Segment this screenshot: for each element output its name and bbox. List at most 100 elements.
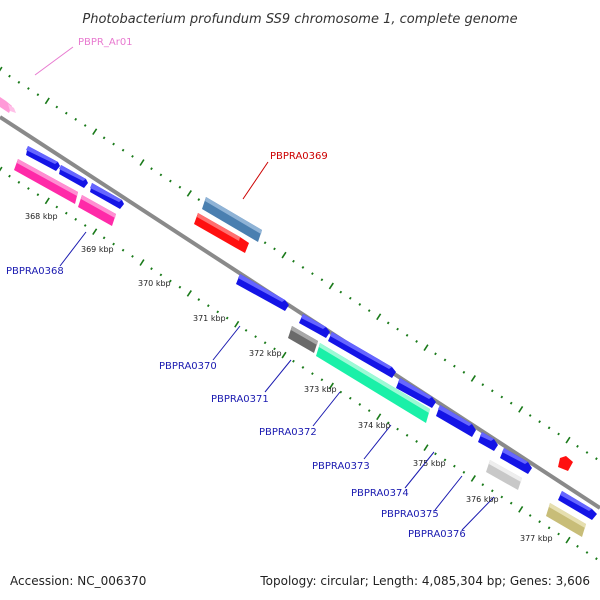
- kbp-label: 369 kbp: [81, 245, 114, 254]
- label-pbpr-ar01[interactable]: PBPR_Ar01: [78, 37, 133, 48]
- tick-mark: [150, 167, 153, 171]
- kbp-label: 368 kbp: [25, 212, 58, 221]
- tick-mark: [197, 298, 201, 301]
- gene-blue-f[interactable]: [396, 378, 436, 408]
- tick-mark: [490, 489, 494, 493]
- tick-mark: [121, 248, 125, 252]
- tick-mark: [244, 329, 248, 332]
- gene-pbpra0376[interactable]: [546, 503, 586, 537]
- label-pbpra0369[interactable]: PBPRA0369: [270, 151, 328, 162]
- kbp-label: 374 kbp: [358, 421, 391, 430]
- gene-pbpra0373[interactable]: [436, 405, 476, 437]
- tick-mark: [376, 313, 382, 321]
- tick-mark: [186, 190, 192, 197]
- kbp-label: 372 kbp: [249, 349, 282, 358]
- label-pbpra0374[interactable]: PBPRA0374: [351, 488, 409, 499]
- tick-mark: [36, 93, 40, 97]
- tick-mark: [301, 365, 305, 369]
- label-pbpra0371[interactable]: PBPRA0371: [211, 394, 269, 405]
- tick-mark: [178, 185, 182, 189]
- gene-pbpra0374[interactable]: [478, 432, 498, 451]
- tick-mark: [557, 532, 560, 536]
- tick-mark: [0, 66, 3, 72]
- tick-mark: [518, 405, 524, 413]
- tick-mark: [83, 124, 87, 127]
- tick-mark: [55, 205, 59, 209]
- label-pbpra0368[interactable]: PBPRA0368: [6, 266, 64, 277]
- gene-pbpra0375[interactable]: [486, 460, 522, 490]
- tick-mark: [358, 303, 362, 306]
- kbp-label: 375 kbp: [413, 459, 446, 468]
- gene-pbpra0369[interactable]: [194, 213, 249, 253]
- gene-pbpra0371[interactable]: [288, 326, 318, 353]
- gene-blue-d[interactable]: [299, 314, 330, 338]
- tick-mark: [292, 259, 295, 263]
- tick-mark: [64, 111, 68, 115]
- tick-mark: [263, 241, 267, 245]
- gene-pink-b[interactable]: [78, 195, 116, 226]
- tick-mark: [112, 242, 115, 246]
- accession-text: Accession: NC_006370: [10, 574, 146, 588]
- tick-mark: [44, 97, 50, 105]
- tick-mark: [339, 290, 343, 294]
- gene-pbpr-ar01-tip[interactable]: [8, 104, 16, 113]
- gene-pink-a[interactable]: [14, 159, 78, 204]
- tick-mark: [339, 390, 343, 394]
- tick-mark: [44, 197, 50, 205]
- tick-mark: [565, 436, 571, 444]
- gene-pbpra0370[interactable]: [236, 274, 289, 311]
- gene-blue-c[interactable]: [90, 183, 124, 209]
- tick-mark: [470, 375, 476, 382]
- tick-mark: [311, 272, 314, 275]
- tick-mark: [8, 174, 11, 178]
- tick-mark: [367, 309, 371, 312]
- tick-mark: [121, 148, 125, 152]
- gene-steel[interactable]: [202, 197, 262, 242]
- tick-mark: [462, 370, 466, 374]
- tick-mark: [386, 321, 390, 325]
- kbp-label: 373 kbp: [304, 385, 337, 394]
- gene-blue-b[interactable]: [59, 165, 88, 188]
- tick-mark: [159, 273, 163, 277]
- tick-mark: [547, 526, 551, 530]
- gene-blue-e[interactable]: [328, 332, 396, 378]
- tick-mark: [358, 403, 362, 406]
- map-title: Photobacterium profundum SS9 chromosome …: [82, 12, 517, 27]
- tick-mark: [102, 136, 106, 140]
- tick-mark: [481, 483, 485, 487]
- label-pbpra0375[interactable]: PBPRA0375: [381, 509, 439, 520]
- leader-pbpra0376: [461, 496, 495, 531]
- kbp-labels: 368 kbp 369 kbp 370 kbp 371 kbp 372 kbp …: [25, 212, 553, 543]
- tick-mark: [434, 352, 437, 356]
- tick-mark: [102, 236, 106, 240]
- label-pbpra0373[interactable]: PBPRA0373: [312, 461, 370, 472]
- tick-mark: [509, 401, 513, 405]
- label-pbpra0376[interactable]: PBPRA0376: [408, 529, 466, 540]
- gene-pbpr-ar01[interactable]: [0, 97, 12, 113]
- tick-mark: [178, 285, 182, 289]
- tick-mark: [74, 117, 78, 121]
- tick-mark: [150, 267, 153, 271]
- leader-pbpra0373: [363, 424, 392, 460]
- tick-mark: [576, 444, 579, 448]
- gene-pbpra0372[interactable]: [316, 343, 430, 423]
- label-pbpra0370[interactable]: PBPRA0370: [159, 361, 217, 372]
- tick-mark: [55, 105, 59, 109]
- gene-blue-a[interactable]: [26, 146, 60, 171]
- tick-mark: [281, 251, 287, 259]
- gene-red-small[interactable]: [558, 456, 573, 471]
- label-pbpra0372[interactable]: PBPRA0372: [259, 427, 317, 438]
- label-leaders: [34, 46, 495, 531]
- gene-blue-h[interactable]: [558, 491, 597, 520]
- tick-mark: [263, 341, 267, 345]
- kbp-label: 370 kbp: [138, 279, 171, 288]
- tick-mark: [186, 290, 192, 297]
- tick-mark: [376, 413, 382, 421]
- tick-mark: [301, 265, 305, 269]
- chromosome-backbone: [0, 115, 600, 510]
- kbp-label: 371 kbp: [193, 314, 226, 323]
- tick-mark: [139, 259, 145, 266]
- leader-pbpra0372: [312, 391, 341, 427]
- tick-mark: [92, 128, 98, 136]
- gene-blue-g[interactable]: [500, 448, 532, 474]
